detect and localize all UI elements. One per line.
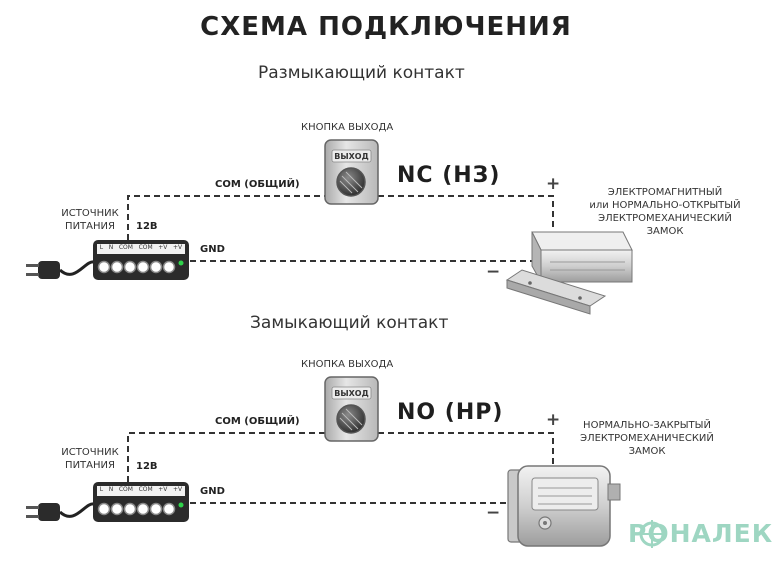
voltage-label-nc: 12В: [136, 221, 158, 232]
gnd-label-no: GND: [200, 486, 225, 497]
electromagnetic-lock-icon: [531, 231, 633, 284]
wire-button-to-lock-plus-no: [378, 432, 554, 470]
wire-gnd-to-lock-minus-nc: [190, 252, 554, 262]
section-heading-no: Замыкающий контакт: [250, 313, 449, 333]
wire-12v-to-button-no: [127, 432, 325, 482]
minus-sign-nc: −: [486, 262, 501, 282]
exit-button-icon: [324, 139, 379, 205]
plus-sign-no: +: [546, 410, 561, 430]
terminal-labels-no: L N COM COM +V +V: [99, 486, 183, 493]
power-supply-icon: [93, 240, 189, 280]
power-supply-label-nc: ИСТОЧНИК ПИТАНИЯ: [61, 208, 119, 232]
power-supply-icon: [93, 482, 189, 522]
wire-12v-to-button-nc: [127, 195, 325, 240]
power-supply-label-no: ИСТОЧНИК ПИТАНИЯ: [61, 447, 119, 471]
voltage-label-no: 12В: [136, 461, 158, 472]
lock-label-no: НОРМАЛЬНО-ЗАКРЫТЫЙ ЭЛЕКТРОМЕХАНИЧЕСКИЙ З…: [580, 420, 714, 457]
lock-label-nc: ЭЛЕКТРОМАГНИТНЫЙ или НОРМАЛЬНО-ОТКРЫТЫЙ …: [589, 187, 741, 237]
minus-sign-no: −: [486, 503, 501, 523]
power-plug-icon: [26, 502, 95, 521]
diagram-title: СХЕМА ПОДКЛЮЧЕНИЯ: [200, 12, 572, 42]
exit-button-text-no: ВЫХОД: [334, 389, 369, 398]
brand-logo-text: РОНАЛЕКС: [628, 519, 772, 548]
com-label-no: COM (ОБЩИЙ): [215, 416, 300, 427]
wires-no: [127, 432, 554, 504]
section-heading-nc: Размыкающий контакт: [258, 63, 465, 83]
exit-button-caption-no: КНОПКА ВЫХОДА: [301, 359, 394, 370]
logo-icon: [638, 520, 666, 548]
contact-type-no: NO (НР): [397, 400, 504, 425]
power-plug-icon: [26, 260, 95, 279]
gnd-label-nc: GND: [200, 244, 225, 255]
exit-button-text-nc: ВЫХОД: [334, 152, 369, 161]
com-label-nc: COM (ОБЩИЙ): [215, 179, 300, 190]
exit-button-caption-nc: КНОПКА ВЫХОДА: [301, 122, 394, 133]
plus-sign-nc: +: [546, 174, 561, 194]
terminal-labels-nc: L N COM COM +V +V: [99, 244, 183, 251]
wires-nc: [127, 195, 554, 262]
contact-type-nc: NC (НЗ): [397, 163, 501, 188]
wire-button-to-lock-plus-nc: [378, 195, 554, 228]
armature-plate-icon: [505, 269, 607, 315]
electromechanical-lock-icon: [507, 465, 621, 547]
exit-button-icon: [324, 376, 379, 442]
